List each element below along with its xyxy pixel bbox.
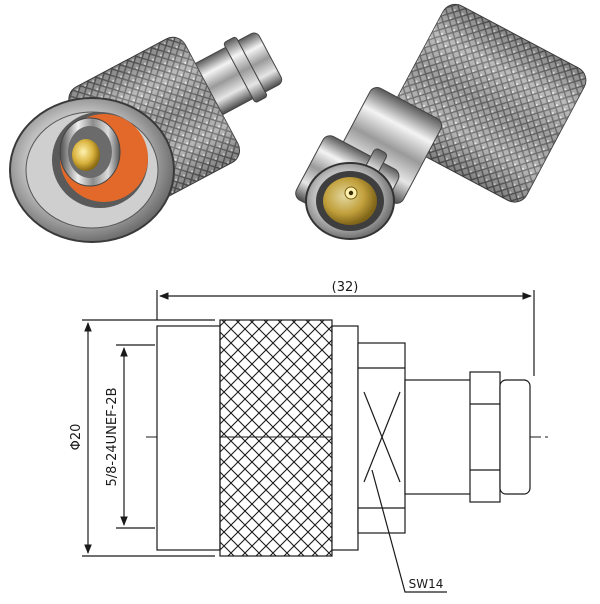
center-pin — [72, 139, 100, 171]
photo-n-male-plug — [9, 32, 283, 243]
wrench-size-label: SW14 — [409, 577, 444, 591]
wrench-leader-line — [371, 469, 447, 593]
thread-label: 5/8-24UNEF-2B — [105, 388, 120, 487]
n-male-front-face — [9, 97, 175, 243]
photo-bnc-female-jack — [295, 3, 587, 240]
diameter-label: Φ20 — [69, 424, 84, 451]
technical-drawing — [82, 290, 548, 593]
knurled-sleeve — [219, 319, 333, 557]
length-label: (32) — [332, 280, 359, 295]
